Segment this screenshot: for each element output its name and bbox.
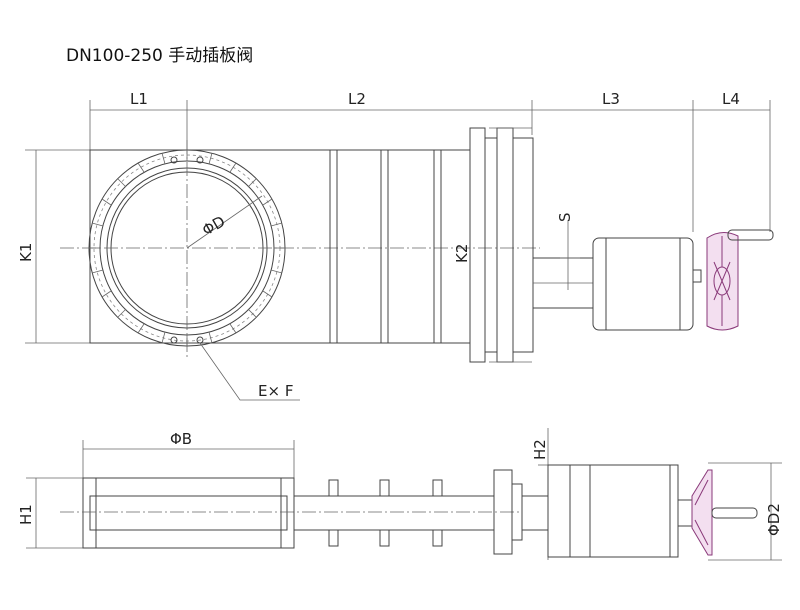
dim-h2: H2: [531, 439, 549, 460]
dim-s: S: [556, 212, 574, 222]
body-side: [82, 477, 295, 549]
dim-l3: L3: [602, 90, 620, 108]
dim-h1: H1: [17, 504, 35, 525]
dim-e-x-f: E× F: [258, 382, 293, 400]
top-view: L1 L2 L3 L4 K1: [17, 90, 774, 401]
dim-phi-d2: ΦD2: [765, 503, 783, 536]
dim-phi-b: ΦB: [170, 430, 192, 448]
handwheel-side: [691, 469, 758, 556]
dim-k1-lines: K1: [17, 149, 90, 344]
gearbox: [592, 237, 702, 331]
gearbox-side: [547, 464, 693, 558]
stem-side: [521, 495, 549, 531]
dim-l4: L4: [722, 90, 740, 108]
rib-blocks: [328, 479, 443, 547]
dim-l1: L1: [130, 90, 148, 108]
drawing-title: DN100-250 手动插板阀: [66, 46, 253, 66]
stiffener-ribs: [329, 149, 442, 344]
dim-phi-d: ΦD: [199, 212, 228, 239]
gate-plate: [293, 495, 495, 531]
valve-stem: S: [532, 212, 594, 309]
handwheel-top: [706, 229, 774, 331]
bottom-view: ΦB H1: [17, 428, 783, 561]
dim-l2: L2: [348, 90, 366, 108]
dim-k2: K2: [453, 244, 471, 263]
outlet-flange: K2: [453, 127, 534, 363]
dimension-row-top: L1 L2 L3 L4: [89, 90, 771, 232]
dim-k1: K1: [17, 243, 35, 262]
